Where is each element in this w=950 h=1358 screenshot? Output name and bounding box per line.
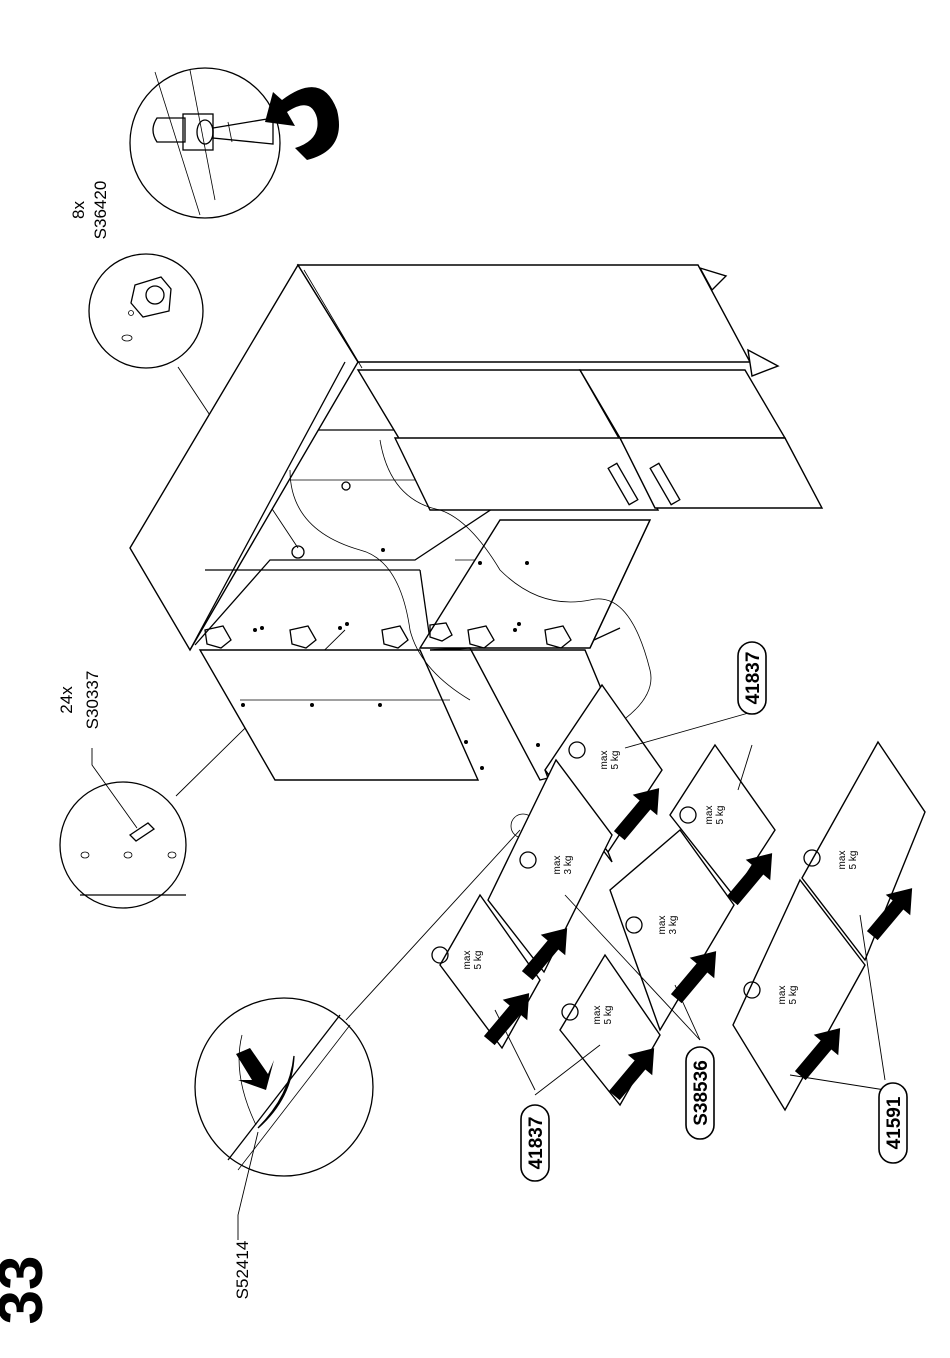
svg-text:41837: 41837: [743, 652, 764, 705]
screwdriver-detail: [130, 68, 339, 218]
svg-text:max: max: [462, 951, 473, 970]
cabinet-body: [130, 265, 822, 780]
svg-text:max: max: [657, 916, 668, 935]
weight-tag: max 3 kg: [657, 916, 679, 935]
svg-text:max: max: [592, 1006, 603, 1025]
svg-text:S38536: S38536: [691, 1060, 712, 1126]
svg-text:41837: 41837: [526, 1117, 547, 1170]
callout-41837-top: 41837: [738, 642, 766, 714]
svg-text:5 kg: 5 kg: [610, 751, 621, 770]
screwdriver-icon: [213, 118, 273, 144]
svg-text:max: max: [837, 851, 848, 870]
svg-text:max: max: [599, 751, 610, 770]
svg-text:S36420: S36420: [91, 181, 110, 240]
svg-text:S52414: S52414: [233, 1241, 252, 1300]
drawer-stop-code: S52414: [233, 1241, 252, 1300]
shelf-pin-icon: [130, 823, 154, 841]
callout-41837-bottom: 41837: [521, 1105, 549, 1181]
weight-tag: max 5 kg: [599, 751, 621, 770]
svg-text:5 kg: 5 kg: [715, 806, 726, 825]
hinge-plate-code: S36420: [91, 181, 110, 240]
hinge-plate-icon: [131, 277, 171, 317]
svg-text:24x: 24x: [57, 686, 76, 714]
step-number: 33: [0, 1256, 56, 1325]
svg-text:5 kg: 5 kg: [473, 951, 484, 970]
weight-tag: max 5 kg: [777, 986, 799, 1005]
weight-tag: max 5 kg: [837, 851, 859, 870]
svg-text:5 kg: 5 kg: [603, 1006, 614, 1025]
svg-text:3 kg: 3 kg: [563, 856, 574, 875]
callout-41591: 41591: [879, 1083, 907, 1163]
weight-tag: max 5 kg: [592, 1006, 614, 1025]
svg-text:max: max: [704, 806, 715, 825]
svg-text:5 kg: 5 kg: [788, 986, 799, 1005]
svg-text:max: max: [552, 856, 563, 875]
weight-tag: max 5 kg: [704, 806, 726, 825]
step-number-text: 33: [0, 1256, 56, 1325]
svg-text:S30337: S30337: [83, 671, 102, 730]
callout-s38536: S38536: [686, 1047, 714, 1139]
svg-text:41591: 41591: [884, 1096, 905, 1149]
hinge-plate-qty: 8x: [69, 201, 88, 219]
svg-text:5 kg: 5 kg: [848, 851, 859, 870]
weight-tag: max 5 kg: [462, 951, 484, 970]
svg-text:8x: 8x: [69, 201, 88, 219]
svg-text:max: max: [777, 986, 788, 1005]
weight-tag: max 3 kg: [552, 856, 574, 875]
drawer-stop-detail: [195, 814, 535, 1240]
svg-text:3 kg: 3 kg: [668, 916, 679, 935]
shelf-pin-code: S30337: [83, 671, 102, 730]
shelf-pin-qty: 24x: [57, 686, 76, 714]
rotate-arrow-icon: [265, 87, 339, 160]
drawer-stop-icon: [258, 1056, 294, 1128]
